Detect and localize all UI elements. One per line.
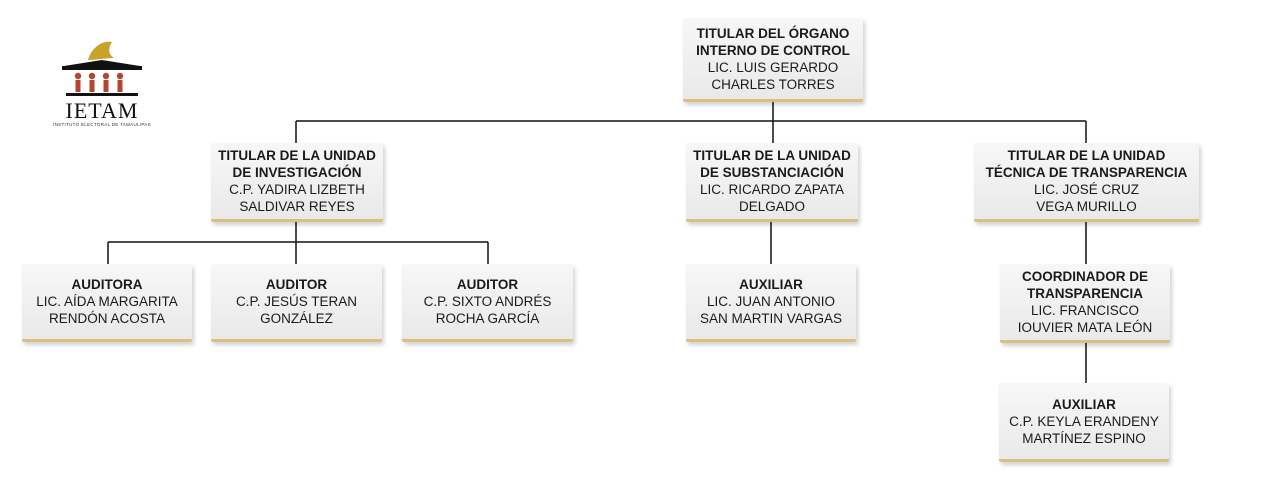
node-name: LIC. JOSÉ CRUZ VEGA MURILLO — [1033, 182, 1139, 214]
node-auditora: AUDITORA LIC. AÍDA MARGARITA RENDÓN ACOS… — [22, 264, 192, 342]
node-name: LIC. RICARDO ZAPATA DELGADO — [699, 182, 845, 214]
node-titular-oic: TITULAR DEL ÓRGANO INTERNO DE CONTROL LI… — [683, 18, 863, 102]
node-name: C.P. JESÚS TERAN GONZÁLEZ — [235, 294, 358, 326]
node-title: AUDITORA — [71, 277, 143, 292]
node-name: C.P. YADIRA LIZBETH SALDIVAR REYES — [229, 182, 365, 214]
node-auditor-teran: AUDITOR C.P. JESÚS TERAN GONZÁLEZ — [211, 264, 382, 342]
node-title: TITULAR DE LA UNIDAD DE INVESTIGACIÓN — [218, 148, 376, 180]
node-title: AUDITOR — [265, 277, 328, 292]
node-title: COORDINADOR DE TRANSPARENCIA — [1021, 269, 1148, 301]
node-title: AUDITOR — [456, 277, 519, 292]
node-title: AUXILIAR — [739, 277, 803, 292]
node-title: TITULAR DE LA UNIDAD TÉCNICA DE TRANSPAR… — [985, 148, 1188, 180]
node-name: LIC. LUIS GERARDO CHARLES TORRES — [707, 59, 839, 92]
logo-wordmark: IETAM — [65, 98, 139, 123]
node-auxiliar-transparencia: AUXILIAR C.P. KEYLA ERANDENY MARTÍNEZ ES… — [999, 383, 1169, 462]
node-unidad-investigacion: TITULAR DE LA UNIDAD DE INVESTIGACIÓN C.… — [211, 143, 383, 222]
node-auxiliar-substanciacion: AUXILIAR LIC. JUAN ANTONIO SAN MARTIN VA… — [686, 264, 856, 342]
node-coordinador-transparencia: COORDINADOR DE TRANSPARENCIA LIC. FRANCI… — [1000, 264, 1170, 343]
logo-subtitle: INSTITUTO ELECTORAL DE TAMAULIPAS — [53, 122, 151, 127]
logo-emblem-icon — [62, 41, 142, 96]
node-unidad-transparencia: TITULAR DE LA UNIDAD TÉCNICA DE TRANSPAR… — [974, 143, 1199, 222]
node-auditor-rocha: AUDITOR C.P. SIXTO ANDRÉS ROCHA GARCÍA — [402, 264, 573, 342]
node-name: C.P. SIXTO ANDRÉS ROCHA GARCÍA — [423, 294, 552, 326]
node-name: LIC. AÍDA MARGARITA RENDÓN ACOSTA — [36, 294, 178, 326]
node-title: TITULAR DE LA UNIDAD DE SUBSTANCIACIÓN — [693, 148, 851, 180]
node-name: LIC. FRANCISCO IOUVIER MATA LEÓN — [1017, 303, 1153, 335]
node-name: LIC. JUAN ANTONIO SAN MARTIN VARGAS — [699, 294, 843, 326]
node-title: TITULAR DEL ÓRGANO INTERNO DE CONTROL — [696, 25, 850, 58]
node-name: C.P. KEYLA ERANDENY MARTÍNEZ ESPINO — [1009, 413, 1159, 446]
node-title: AUXILIAR — [1052, 396, 1116, 412]
node-unidad-substanciacion: TITULAR DE LA UNIDAD DE SUBSTANCIACIÓN L… — [686, 143, 858, 222]
ietam-logo: IETAM INSTITUTO ELECTORAL DE TAMAULIPAS — [52, 38, 152, 128]
